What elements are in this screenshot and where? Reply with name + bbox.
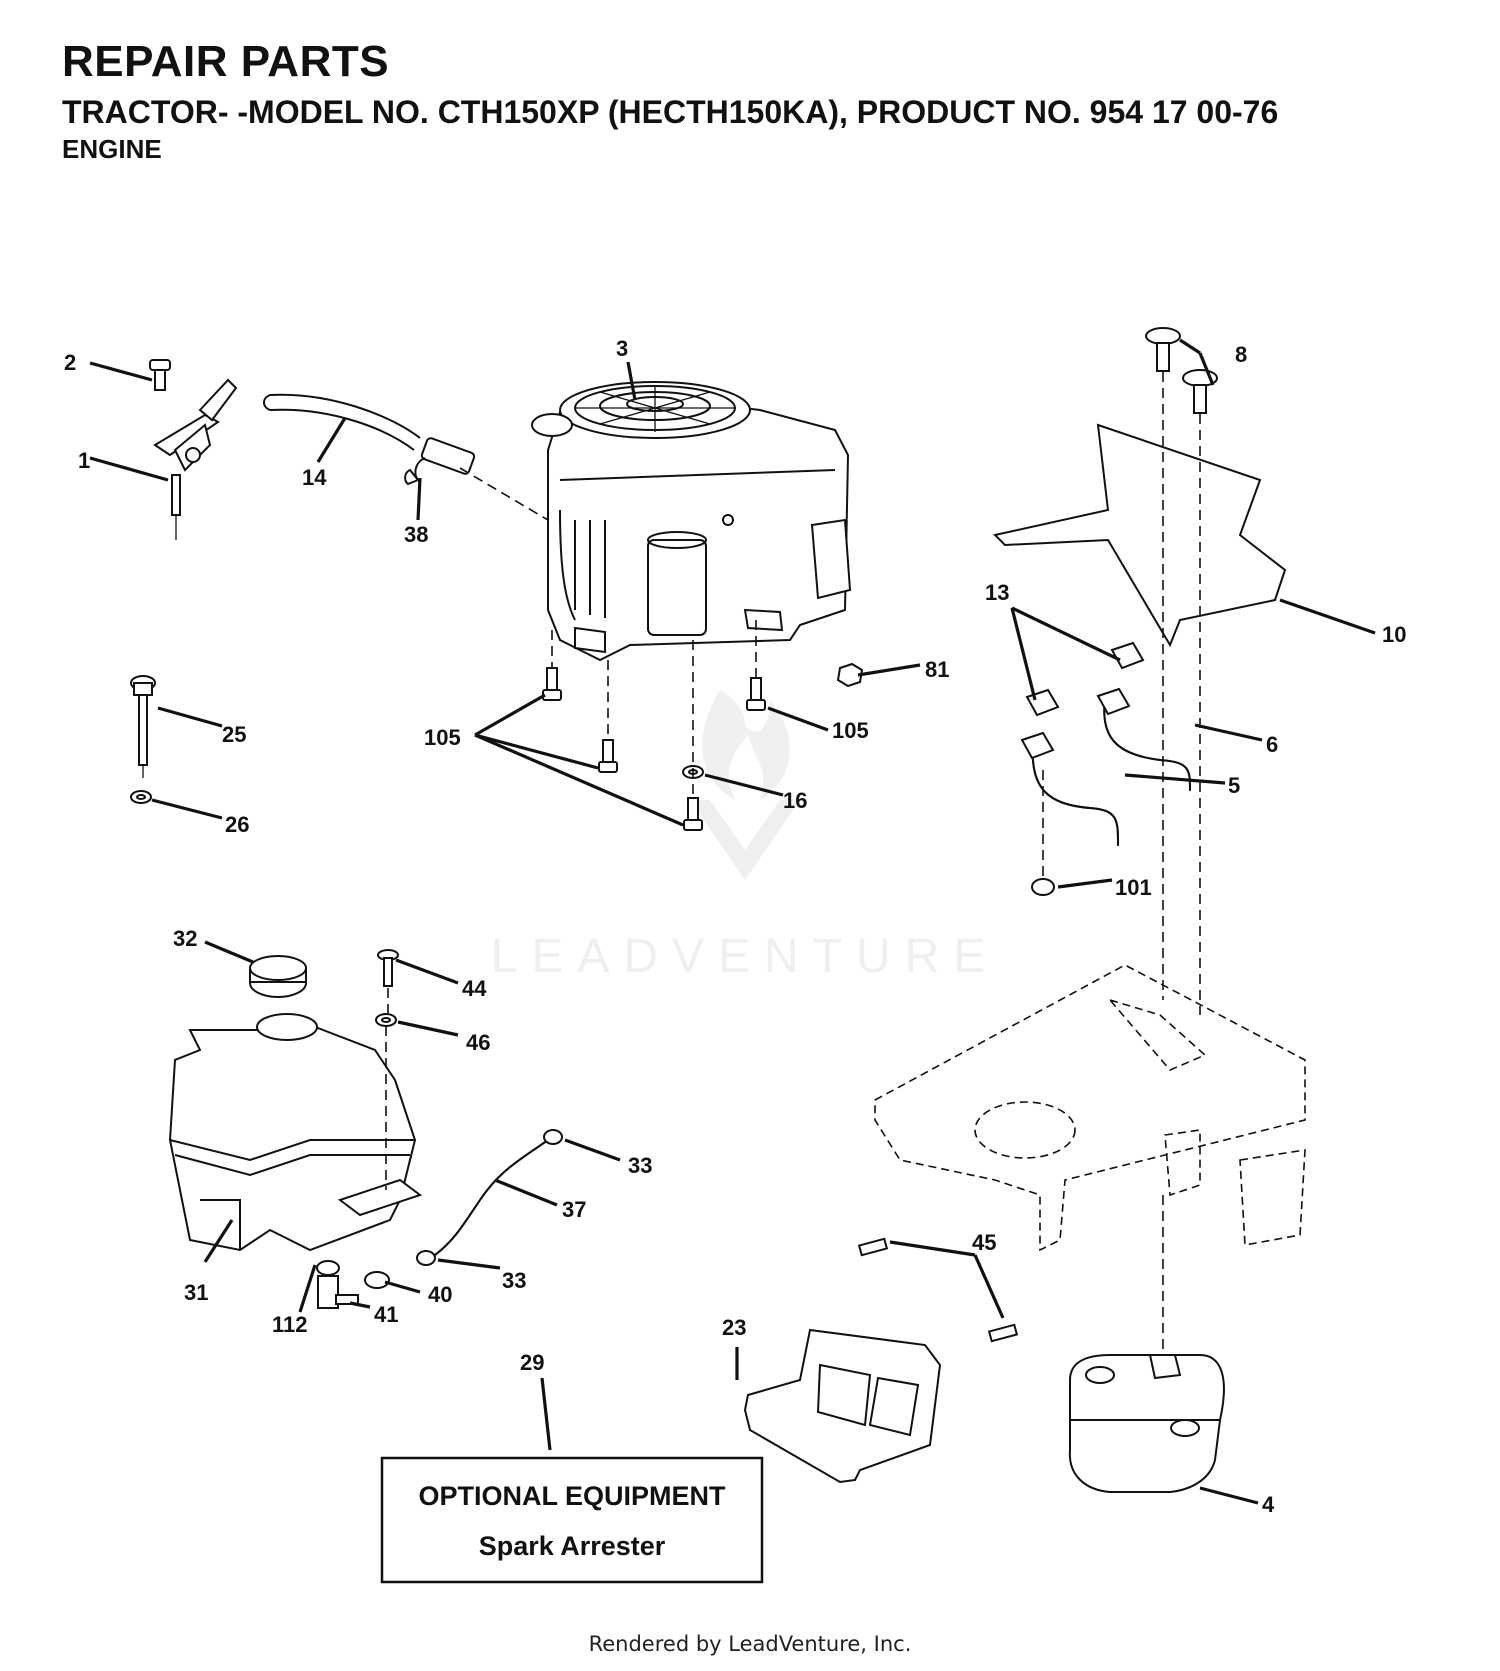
callout-26: 26 [225,812,249,837]
bolts-8 [1145,327,1218,414]
screw-44 [375,949,399,1027]
muffler-shield [743,1237,1019,1484]
callout-112: 112 [272,1312,308,1337]
callout-45: 45 [972,1230,996,1255]
callout-5: 5 [1228,773,1240,798]
callout-6: 6 [1266,732,1278,757]
callout-38: 38 [404,522,428,547]
footer-credit: Rendered by LeadVenture, Inc. [588,1632,912,1656]
optional-equipment-box: OPTIONAL EQUIPMENT Spark Arrester [380,1456,764,1584]
exhaust-pipes [1020,641,1191,896]
callout-44: 44 [462,976,487,1001]
callout-2: 2 [64,350,76,375]
section-label: ENGINE [62,134,162,164]
callout-40: 40 [428,1282,452,1307]
fuel-line [263,393,476,486]
tractor-frame [874,964,1306,1252]
callout-labels: 1 2 3 4 5 6 8 10 13 14 16 23 25 26 29 31… [64,336,1406,1517]
callout-105-left: 105 [424,725,461,750]
callout-46: 46 [466,1030,490,1055]
page-header: REPAIR PARTS TRACTOR- -MODEL NO. CTH150X… [62,36,1278,164]
callout-1: 1 [78,448,90,473]
fuel-tank [168,955,423,1252]
watermark: LEADVENTURE [491,690,1000,983]
callout-25: 25 [222,722,246,747]
callout-31: 31 [184,1280,208,1305]
callout-10: 10 [1382,622,1406,647]
page-title: REPAIR PARTS [62,37,390,86]
callout-105-right: 105 [832,718,869,743]
watermark-text: LEADVENTURE [491,930,1000,983]
callout-37: 37 [562,1197,586,1222]
watermark-flame-icon [702,690,790,800]
heat-shield [993,423,1287,648]
callout-8: 8 [1235,342,1247,367]
callout-101: 101 [1115,875,1152,900]
tank-fittings [316,1260,390,1309]
callout-33-top: 33 [628,1153,652,1178]
callout-4: 4 [1262,1492,1275,1517]
callout-23: 23 [722,1315,746,1340]
callout-3: 3 [616,336,628,361]
callout-16: 16 [783,788,807,813]
callout-81: 81 [925,657,949,682]
dipstick [130,675,156,804]
engine [531,381,852,662]
muffler [1068,1354,1225,1493]
throttle-control [149,359,238,540]
callout-41: 41 [374,1302,398,1327]
engine-bolts [542,667,766,831]
callout-33-bottom: 33 [502,1268,526,1293]
watermark-chevron-icon [690,800,800,880]
optional-equipment-item: Spark Arrester [479,1531,666,1561]
callout-14: 14 [302,465,327,490]
nut-81 [836,662,864,688]
page-subtitle: TRACTOR- -MODEL NO. CTH150XP (HECTH150KA… [62,94,1279,130]
callout-29: 29 [520,1350,544,1375]
leader-lines [89,338,1376,1505]
fuel-hose [416,1129,563,1266]
optional-equipment-title: OPTIONAL EQUIPMENT [418,1481,726,1511]
callout-13: 13 [985,580,1009,605]
alignment-lines [385,372,1201,1355]
callout-32: 32 [173,926,197,951]
